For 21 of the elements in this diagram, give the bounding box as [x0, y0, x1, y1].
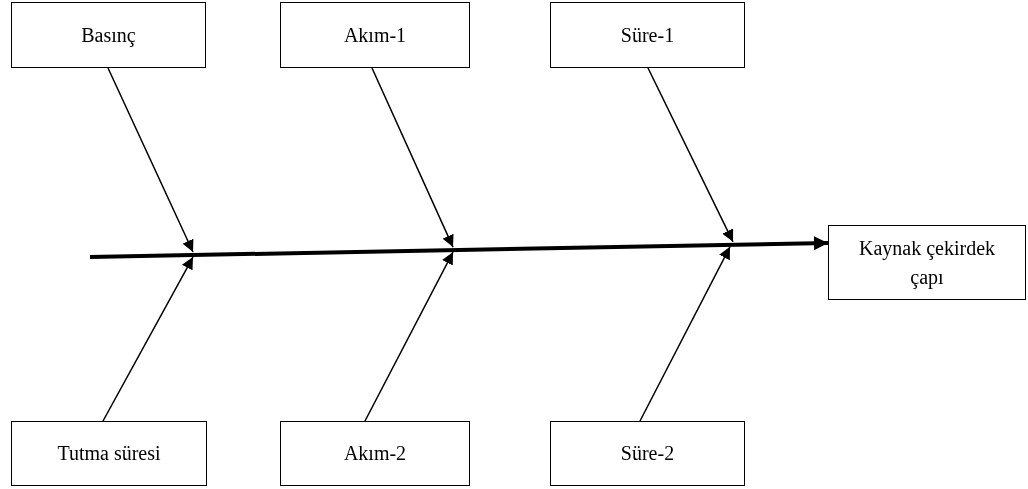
box-label: Süre-1: [620, 22, 675, 48]
arrow: [102, 256, 194, 422]
cause-box: [280, 2, 470, 68]
cause-box: [550, 421, 745, 486]
cause-box: [280, 421, 470, 486]
box-label: Süre-2: [620, 441, 675, 466]
arrow: [107, 67, 194, 253]
cause-box: [550, 2, 745, 68]
arrow: [371, 67, 454, 248]
box-label: Akım-1: [343, 22, 407, 48]
cause-box: [11, 2, 206, 68]
arrow: [364, 251, 454, 422]
box-label: Akım-2: [343, 441, 407, 466]
box-label: Kaynak çekirdek çapı: [857, 235, 996, 291]
arrow: [647, 67, 734, 243]
box-label: Tutma süresi: [57, 441, 161, 466]
box-label: Basınç: [81, 22, 136, 49]
arrow: [89, 236, 829, 259]
cause-box: [11, 421, 207, 486]
arrow: [639, 246, 731, 422]
effect-box: [828, 225, 1026, 300]
